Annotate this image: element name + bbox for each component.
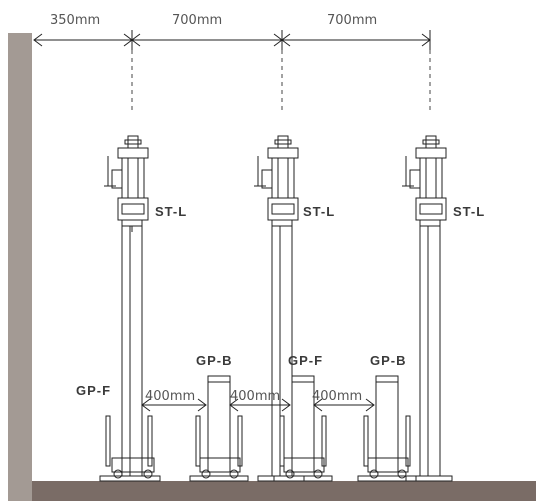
stand-3 <box>402 135 453 482</box>
dimension-400-a: 400mm <box>145 389 195 404</box>
dimension-350: 350mm <box>50 13 100 28</box>
stand-2 <box>254 135 305 482</box>
label-gp-b-1: GP-B <box>196 353 233 368</box>
dimension-400-b: 400mm <box>230 389 280 404</box>
label-gp-b-2: GP-B <box>370 353 407 368</box>
top-dimension-line <box>33 30 431 112</box>
dimension-700-b: 700mm <box>327 13 377 28</box>
label-st-l-2: ST-L <box>303 204 335 219</box>
label-st-l-1: ST-L <box>155 204 187 219</box>
bottom-dimension-lines <box>141 398 375 412</box>
guide-post-1 <box>189 375 249 482</box>
guide-post-2 <box>273 375 333 482</box>
label-gp-f-1: GP-F <box>76 383 111 398</box>
dimension-700-a: 700mm <box>172 13 222 28</box>
guide-post-3 <box>357 375 417 482</box>
label-gp-f-2: GP-F <box>288 353 323 368</box>
label-st-l-3: ST-L <box>453 204 485 219</box>
floor <box>32 481 536 501</box>
wall <box>8 33 32 501</box>
stand-1 <box>99 135 161 482</box>
dimension-400-c: 400mm <box>312 389 362 404</box>
